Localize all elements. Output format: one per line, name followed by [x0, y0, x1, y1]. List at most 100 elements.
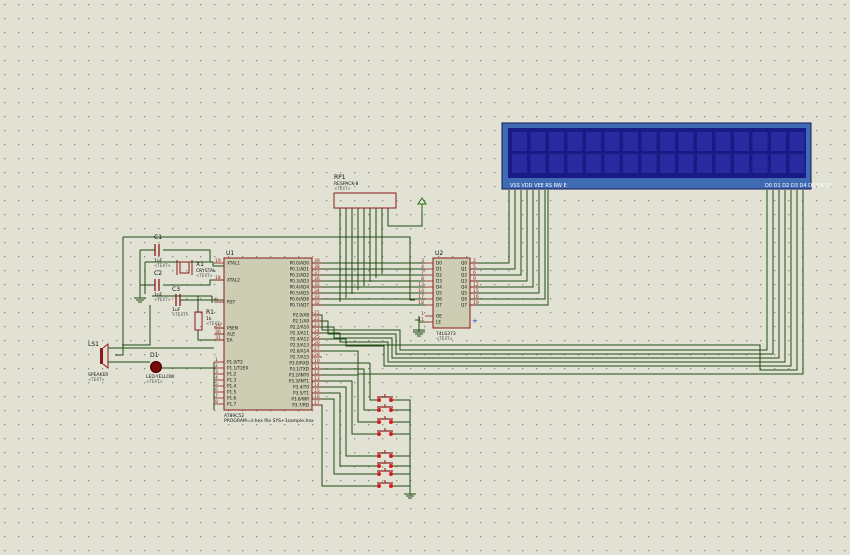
u2-pin-name: Q1 — [461, 267, 467, 272]
u1-pin-name: ALE — [227, 332, 235, 337]
c2-capacitor[interactable]: C2 1nF <TEXT> — [154, 270, 171, 302]
u1-pin-name: P2.4/A12 — [290, 337, 309, 342]
x1-ref: X1 — [196, 261, 204, 268]
push-button[interactable] — [372, 450, 398, 458]
u1-pin-number: 12 — [314, 370, 320, 376]
u1-microcontroller[interactable]: U1 AT89C52 PROGRAM=ir.hex file SYS+1samp… — [214, 250, 322, 424]
c3-ref: C3 — [172, 286, 180, 293]
push-button[interactable] — [372, 416, 398, 424]
ls1-speaker[interactable]: LS1 SPEAKER <TEXT> — [88, 341, 109, 382]
c2-ref: C2 — [154, 270, 162, 277]
u1-pin-number: 28 — [314, 352, 320, 358]
c3-capacitor[interactable]: C3 1uF <TEXT> — [172, 286, 189, 317]
u2-pin-number: 9 — [473, 276, 476, 282]
ls1-ref: LS1 — [88, 341, 99, 348]
c1-ref: C1 — [154, 234, 162, 241]
lcd-module[interactable]: VSS VDD VEE RS RW E D0 D1 D2 D3 D4 D5 D6… — [501, 122, 832, 190]
r1-resistor[interactable]: R1 1k <TEXT> — [194, 309, 223, 331]
u2-pin-number: 8 — [421, 276, 424, 282]
u1-pin-number: 16 — [314, 394, 320, 400]
u2-text: <TEXT> — [436, 336, 453, 341]
u1-pin-name: P0.3/AD3 — [290, 279, 310, 284]
push-button[interactable] — [372, 404, 398, 412]
u1-pin-number: 35 — [314, 282, 320, 288]
d1-led[interactable]: D1 LED-YELLOW <TEXT> — [146, 352, 175, 384]
u1-pin-number: 8 — [215, 399, 218, 405]
u2-pin-name: Q6 — [461, 297, 467, 302]
u1-pin-name: P0.2/AD2 — [290, 273, 310, 278]
x1-crystal[interactable]: X1 CRYSTAL <TEXT> — [176, 260, 216, 278]
u2-pin-number: 3 — [421, 258, 424, 264]
u1-pin-name: P1.0/T2 — [227, 360, 243, 365]
u1-pin-number: 31 — [215, 335, 221, 341]
u1-pin-number: 10 — [314, 358, 320, 364]
u2-pin-number: 17 — [418, 294, 424, 300]
lcd-char-cell — [623, 132, 638, 151]
u1-pin-name: P0.4/AD4 — [290, 285, 310, 290]
u1-pin-number: 37 — [314, 270, 320, 276]
vcc-terminal — [417, 197, 427, 212]
c1-value: 1nF — [154, 258, 163, 264]
lcd-character-cells — [512, 132, 805, 173]
u1-pin-number: 5 — [215, 381, 218, 387]
u1-pin-number: 38 — [314, 264, 320, 270]
u1-pin-name: P0.7/AD7 — [290, 303, 310, 308]
u2-pin-name: Q2 — [461, 273, 467, 278]
u2-bus-marker: + — [472, 317, 478, 325]
ls1-text: <TEXT> — [88, 377, 105, 382]
d1-ref: D1 — [150, 352, 159, 359]
u2-ref: U2 — [435, 250, 443, 257]
u1-pin-number: 30 — [215, 329, 221, 335]
lcd-char-cell — [752, 154, 768, 173]
u1-pin-number: 15 — [314, 388, 320, 394]
lcd-char-cell — [660, 154, 675, 173]
u2-pin-number: 2 — [473, 258, 476, 264]
u1-part: AT89C52 — [224, 413, 244, 419]
u1-pin-number: 17 — [314, 400, 320, 406]
u2-pin-name: Q3 — [461, 279, 467, 284]
rp1-resistor-pack[interactable]: RP1 RESPACK-8 <TEXT> — [333, 174, 397, 209]
lcd-char-cell — [604, 132, 620, 151]
u1-pin-name: PSEN — [227, 326, 238, 331]
rp1-body — [333, 192, 397, 209]
u1-pin-number: 11 — [314, 364, 320, 370]
u1-pin-name: P2.0/A8 — [293, 313, 309, 318]
lcd-char-cell — [752, 132, 768, 151]
r1-value: 1k — [206, 316, 212, 322]
push-button-array[interactable] — [372, 394, 398, 488]
u2-pin-number: 15 — [473, 288, 479, 294]
u1-pin-name: RST — [227, 300, 236, 305]
push-button[interactable] — [372, 468, 398, 476]
push-button[interactable] — [372, 428, 398, 436]
u2-pin-number: 7 — [421, 270, 424, 276]
u1-body — [223, 257, 313, 411]
c1-capacitor[interactable]: C1 1nF <TEXT> — [154, 234, 171, 268]
u1-pin-number: 24 — [314, 328, 320, 334]
u1-pin-number: 4 — [215, 375, 218, 381]
lcd-char-cell — [715, 132, 731, 151]
lcd-char-cell — [512, 132, 527, 151]
u2-pin-number: 1 — [421, 311, 424, 317]
u2-pin-name: Q4 — [461, 285, 467, 290]
d1-value: LED-YELLOW — [146, 374, 175, 380]
u2-pin-name: D1 — [436, 267, 442, 272]
u2-pin-name: Q0 — [461, 261, 467, 266]
lcd-char-cell — [604, 154, 620, 173]
push-button[interactable] — [372, 480, 398, 488]
u1-pin-name: P1.1/T2EX — [227, 366, 248, 371]
push-button[interactable] — [372, 394, 398, 402]
push-button[interactable] — [372, 460, 398, 468]
u1-pin-name: P2.6/A14 — [290, 349, 309, 354]
ground-icon — [404, 492, 416, 499]
u1-pin-name: P1.6 — [227, 396, 237, 401]
u1-pin-number: 2 — [215, 363, 218, 369]
u1-pin-number: 27 — [314, 346, 320, 352]
u1-pin-number: 23 — [314, 322, 320, 328]
ground-symbols — [134, 292, 425, 499]
u1-pin-name: P2.2/A10 — [290, 325, 309, 330]
u2-part: 74LS373 — [436, 331, 456, 337]
u1-pin-number: 14 — [314, 382, 320, 388]
